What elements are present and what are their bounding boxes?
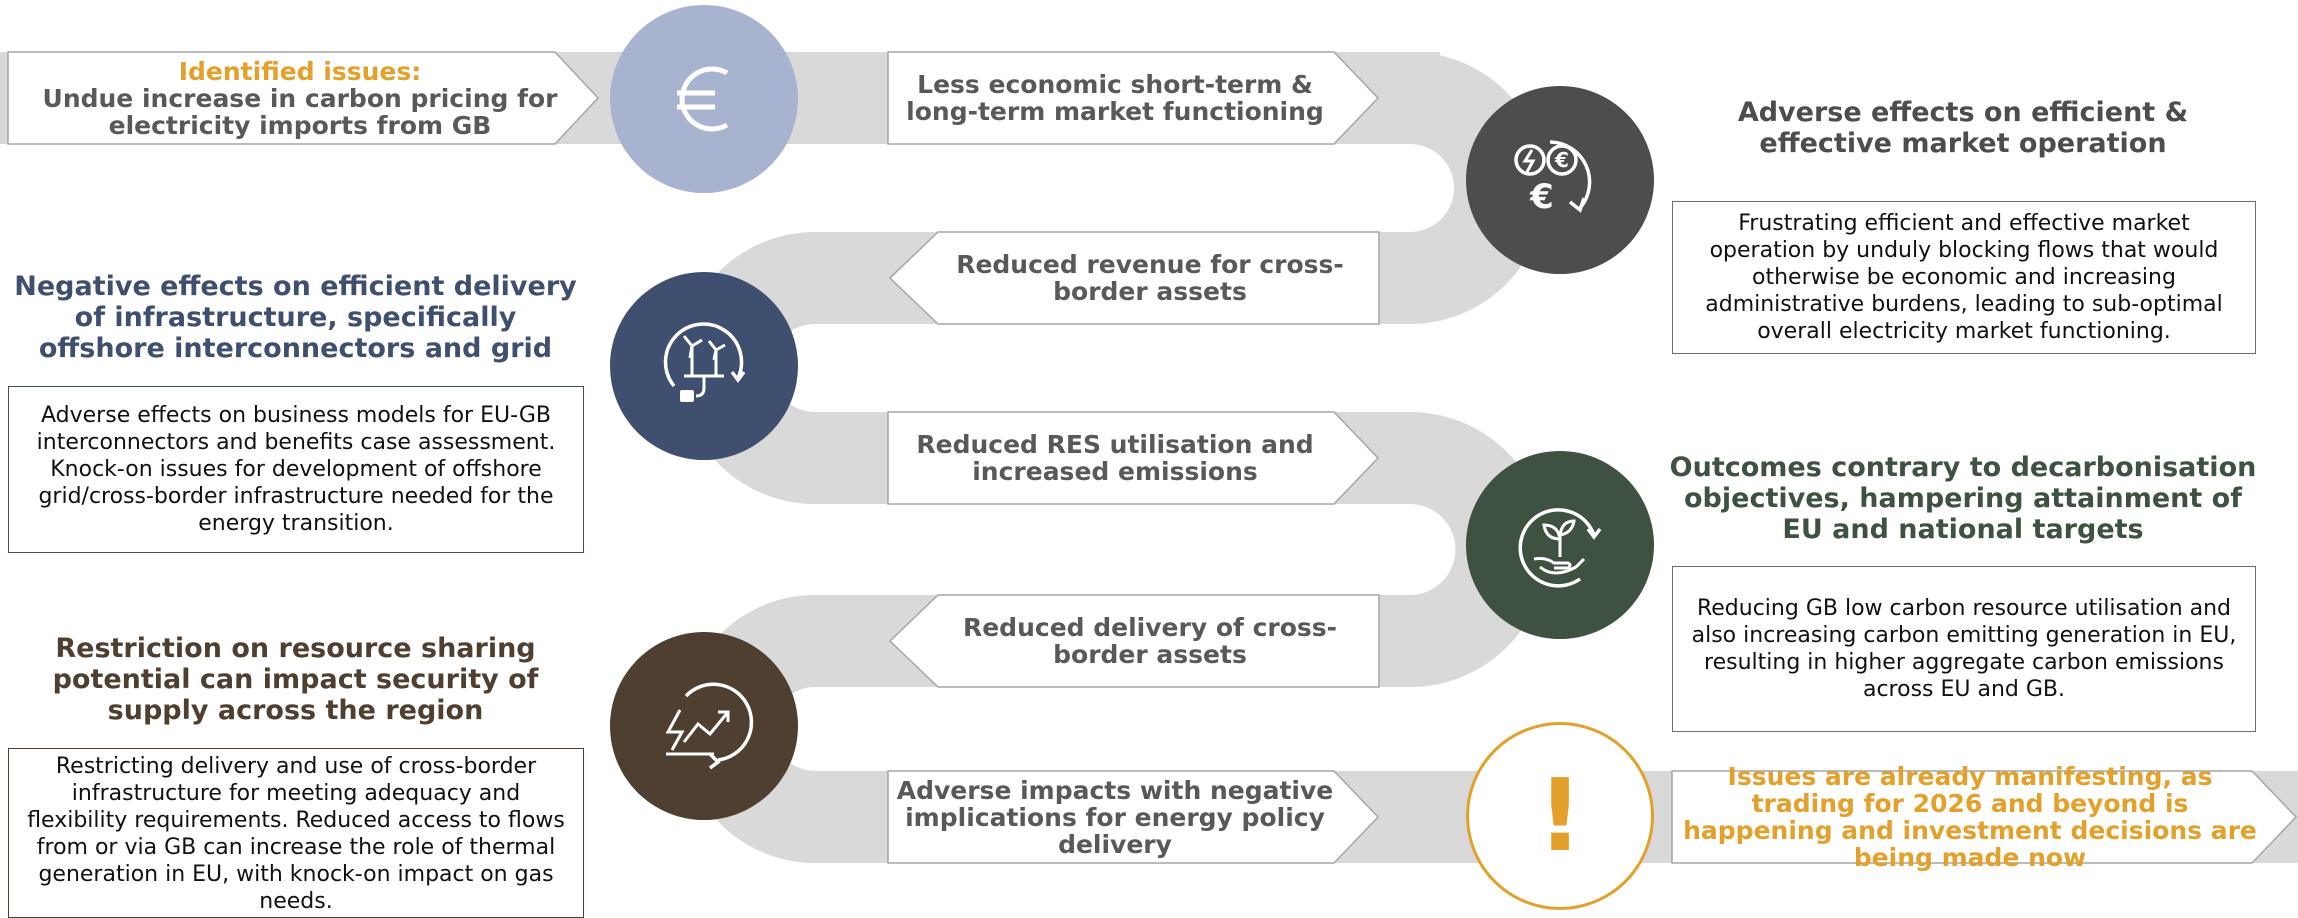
start-arrow-shape [7,51,600,145]
final-issue-text: Issues are already manifesting, as tradi… [1683,762,2257,872]
path-label-4: Reduced delivery of cross-border assets [962,613,1338,669]
effect-heading-market: Adverse effects on efficient & effective… [1737,97,2189,159]
start-issue-title: Identified issues: [178,56,422,86]
effect-heading-decarbonisation: Outcomes contrary to decarbonisation obj… [1669,452,2257,545]
energy-money-cycle-icon: € € [1514,140,1592,217]
svg-text:€: € [1554,148,1569,172]
decarbonisation-circle [1466,451,1654,639]
exclamation-icon: ! [1537,757,1583,874]
effect-text-decarbonisation: Reducing GB low carbon resource utilisat… [1672,566,2256,732]
euro-icon [677,66,729,132]
start-issue-text: Undue increase in carbon pricing for ele… [42,83,558,140]
final-issue-circle: ! [1466,722,1654,910]
effect-text-market: Frustrating efficient and effective mark… [1672,201,2256,354]
path-label-3: Reduced RES utilisation and increased em… [916,430,1314,486]
effect-heading-infrastructure: Negative effects on efficient delivery o… [14,271,577,364]
path-label-1: Less economic short-term & long-term mar… [906,70,1324,126]
svg-text:€: € [1529,177,1554,217]
start-issue-arrow: Identified issues: Undue increase in car… [20,52,580,144]
infrastructure-circle [610,272,798,460]
security-supply-circle [610,632,798,820]
effect-text-infrastructure: Adverse effects on business models for E… [8,386,584,553]
wind-turbine-plug-icon [663,322,746,402]
lightning-chart-cycle-icon [665,682,754,770]
path-label-2: Reduced revenue for cross-border assets [956,250,1344,306]
final-issue-arrow: Issues are already manifesting, as tradi… [1680,763,2260,871]
effect-text-security: Restricting delivery and use of cross-bo… [8,748,584,918]
effect-heading-security: Restriction on resource sharing potentia… [52,633,539,726]
plant-hand-cycle-icon [1518,508,1602,588]
euro-circle [610,5,798,193]
market-operation-circle: € € [1466,86,1654,274]
path-label-5: Adverse impacts with negative implicatio… [896,775,1334,859]
